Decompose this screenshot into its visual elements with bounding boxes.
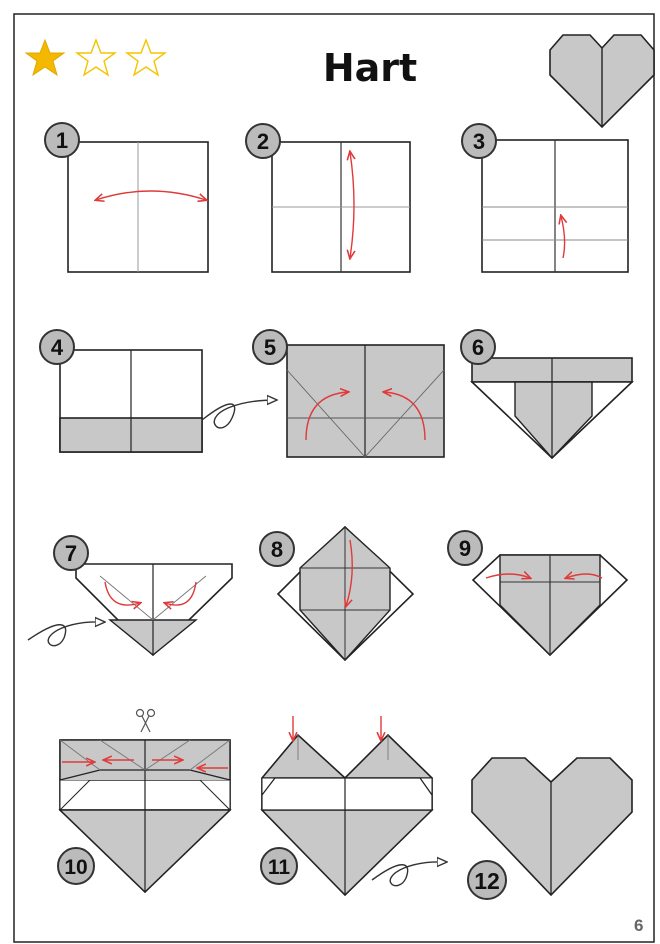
heart-preview-icon: [549, 34, 655, 129]
star-outline-icon: [124, 38, 168, 77]
step-5-diagram: [286, 344, 445, 458]
step-12-badge: 12: [467, 860, 507, 900]
step-6-badge: 6: [460, 329, 496, 365]
step-number: 2: [257, 129, 269, 154]
step-2-diagram: [271, 141, 411, 273]
step-number: 9: [459, 536, 471, 561]
step-7-badge: 7: [53, 535, 89, 571]
step-11-diagram: [260, 716, 446, 897]
step-8-diagram: [276, 525, 415, 662]
difficulty-rating: [24, 38, 168, 77]
step-6-diagram: [469, 357, 635, 460]
star-outline-icon: [74, 38, 118, 77]
step-number: 11: [268, 856, 291, 879]
step-10-diagram: [58, 708, 232, 894]
step-11-badge: 11: [260, 847, 298, 885]
flip-over-arrow-icon: [201, 400, 276, 429]
step-4-diagram: [59, 349, 276, 453]
step-number: 1: [56, 128, 68, 153]
step-7-diagram: [27, 563, 233, 657]
page-title: Hart: [322, 46, 418, 90]
scissors-icon: [135, 708, 156, 733]
step-8-badge: 8: [259, 531, 295, 567]
step-3-diagram: [481, 139, 629, 273]
step-2-badge: 2: [245, 123, 281, 159]
step-number: 3: [473, 129, 485, 154]
step-badges: 1 2 3 4 5 6 7 8: [39, 122, 507, 900]
flip-over-arrow-icon: [371, 862, 446, 887]
step-9-badge: 9: [447, 530, 483, 566]
step-1-diagram: [67, 141, 209, 273]
star-filled-icon: [24, 38, 66, 77]
step-5-badge: 5: [252, 329, 288, 365]
step-12-diagram: [471, 757, 633, 897]
step-1-badge: 1: [44, 122, 80, 158]
step-4-badge: 4: [39, 329, 75, 365]
step-10-badge: 10: [57, 847, 95, 885]
step-number: 7: [65, 541, 77, 566]
step-3-badge: 3: [461, 123, 497, 159]
page-number: 6: [634, 916, 644, 935]
step-number: 5: [264, 335, 276, 360]
step-number: 6: [472, 335, 484, 360]
step-9-diagram: [471, 554, 629, 657]
step-number: 4: [51, 335, 64, 360]
flip-over-arrow-icon: [27, 622, 104, 647]
step-number: 8: [271, 537, 283, 562]
step-number: 10: [64, 856, 87, 879]
step-number: 12: [474, 868, 500, 894]
